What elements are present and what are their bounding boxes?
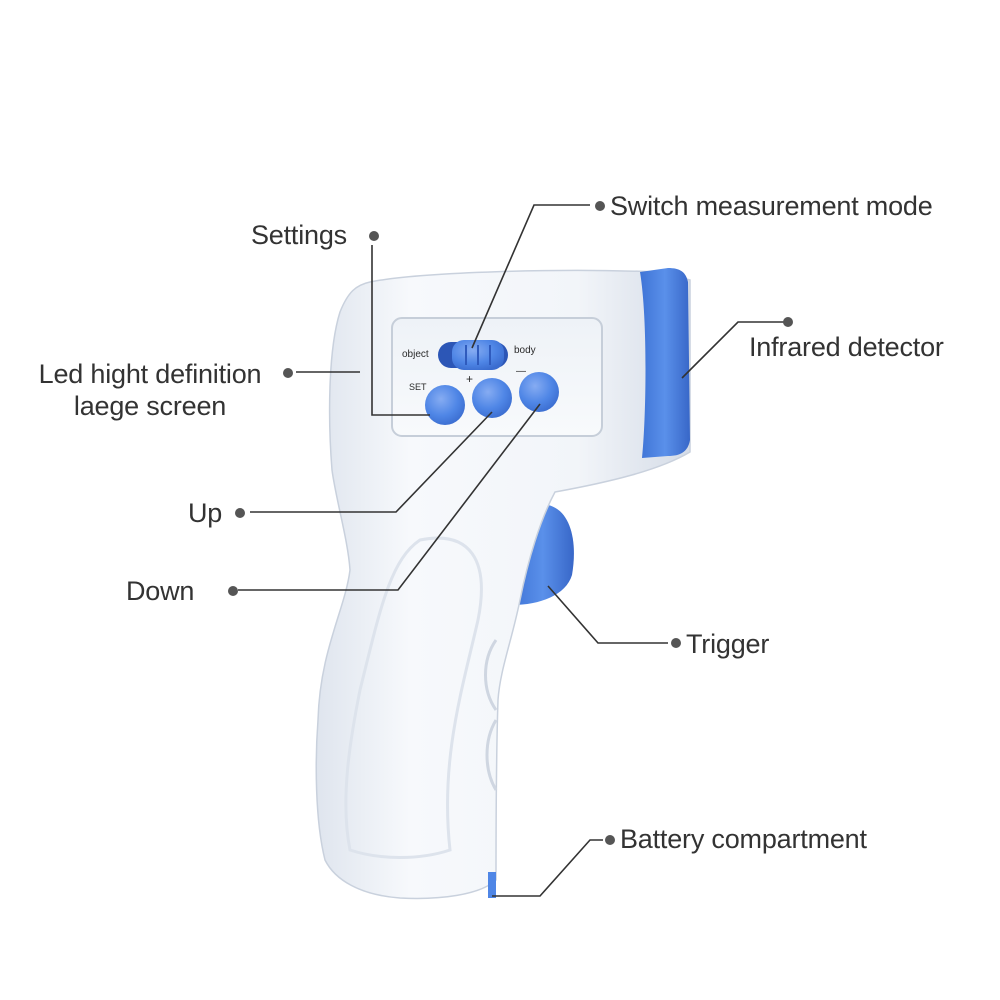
up-button (472, 378, 512, 418)
screen-label-line2: laege screen (73, 391, 227, 421)
switch-right-label: body (514, 345, 536, 356)
control-panel (391, 317, 603, 437)
screen-bullet (283, 368, 293, 378)
battery-label: Battery compartment (620, 824, 867, 854)
trigger-label: Trigger (686, 629, 770, 659)
trigger (512, 505, 574, 605)
leader-lines (238, 204, 785, 897)
infrared-leader (681, 321, 785, 379)
set-button (425, 385, 465, 425)
set-button-label: SET (409, 382, 427, 392)
up-leader (250, 411, 493, 513)
battery-leader (492, 839, 603, 897)
settings-bullet (369, 231, 379, 241)
switch-left-label: object (402, 349, 429, 360)
infrared-bullet (783, 317, 793, 327)
callout-bullets (228, 201, 793, 845)
switch-mode-label: Switch measurement mode (610, 191, 933, 221)
down-label: Down (126, 576, 195, 606)
infrared-detector (640, 268, 690, 458)
battery-bullet (605, 835, 615, 845)
up-label: Up (188, 498, 223, 528)
settings-leader (371, 245, 430, 416)
settings-label: Settings (251, 220, 347, 250)
up-bullet (235, 508, 245, 518)
screen-label-line1: Led hight definition (38, 359, 262, 389)
switch-mode-bullet (595, 201, 605, 211)
infrared-label: Infrared detector (749, 332, 944, 362)
trigger-bullet (671, 638, 681, 648)
down-leader (238, 403, 541, 591)
trigger-leader (547, 585, 668, 644)
battery-compartment (488, 872, 496, 898)
down-bullet (228, 586, 238, 596)
plus-button-label: + (466, 372, 474, 386)
minus-button-label: — (516, 366, 526, 377)
down-button (519, 372, 559, 412)
switch-mode-leader (471, 204, 590, 349)
screen-label: Led hight definition laege screen (28, 358, 272, 422)
